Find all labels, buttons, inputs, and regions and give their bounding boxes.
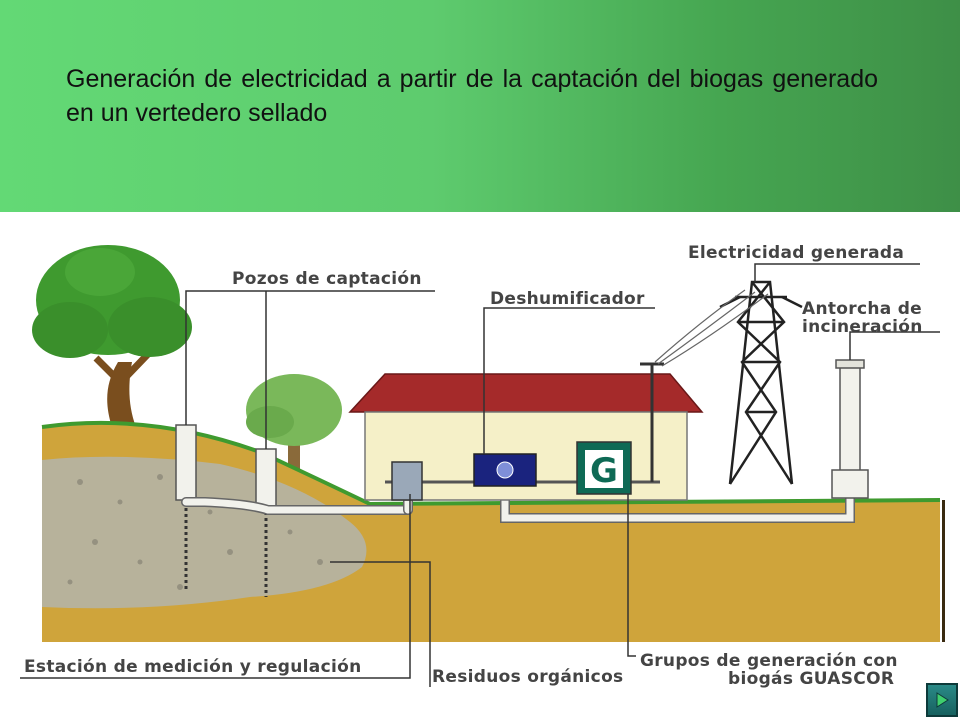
label-estacion-medicion: Estación de medición y regulación xyxy=(24,657,361,677)
power-lines xyxy=(654,289,769,367)
page-title: Generación de electricidad a partir de l… xyxy=(66,65,878,127)
generator-logo: G xyxy=(590,451,618,491)
tree-large xyxy=(32,245,192,427)
label-pozos-captacion: Pozos de captación xyxy=(232,269,422,289)
next-slide-button[interactable] xyxy=(926,683,958,717)
label-deshumificador: Deshumificador xyxy=(490,289,645,309)
capture-wells xyxy=(175,424,277,597)
leader-lines xyxy=(20,263,940,687)
label-grupos-line2: biogás GUASCOR xyxy=(728,669,894,689)
title-banner: Generación de electricidad a partir de l… xyxy=(0,0,960,212)
label-grupos-line1: Grupos de generación con xyxy=(640,651,898,671)
generation-building: G xyxy=(348,362,704,501)
label-electricidad-generada: Electricidad generada xyxy=(688,243,904,263)
landfill-waste xyxy=(42,456,367,609)
incineration-torch xyxy=(831,359,869,499)
transmission-tower xyxy=(719,280,803,485)
biogas-diagram: G Pozos de captación Deshumificador Elec… xyxy=(20,243,945,689)
tree-small xyxy=(246,374,342,472)
label-antorcha-line2: incineración xyxy=(802,317,923,337)
label-residuos-organicos: Residuos orgánicos xyxy=(432,667,623,687)
label-antorcha-line1: Antorcha de xyxy=(802,299,922,319)
play-next-icon xyxy=(936,692,949,708)
